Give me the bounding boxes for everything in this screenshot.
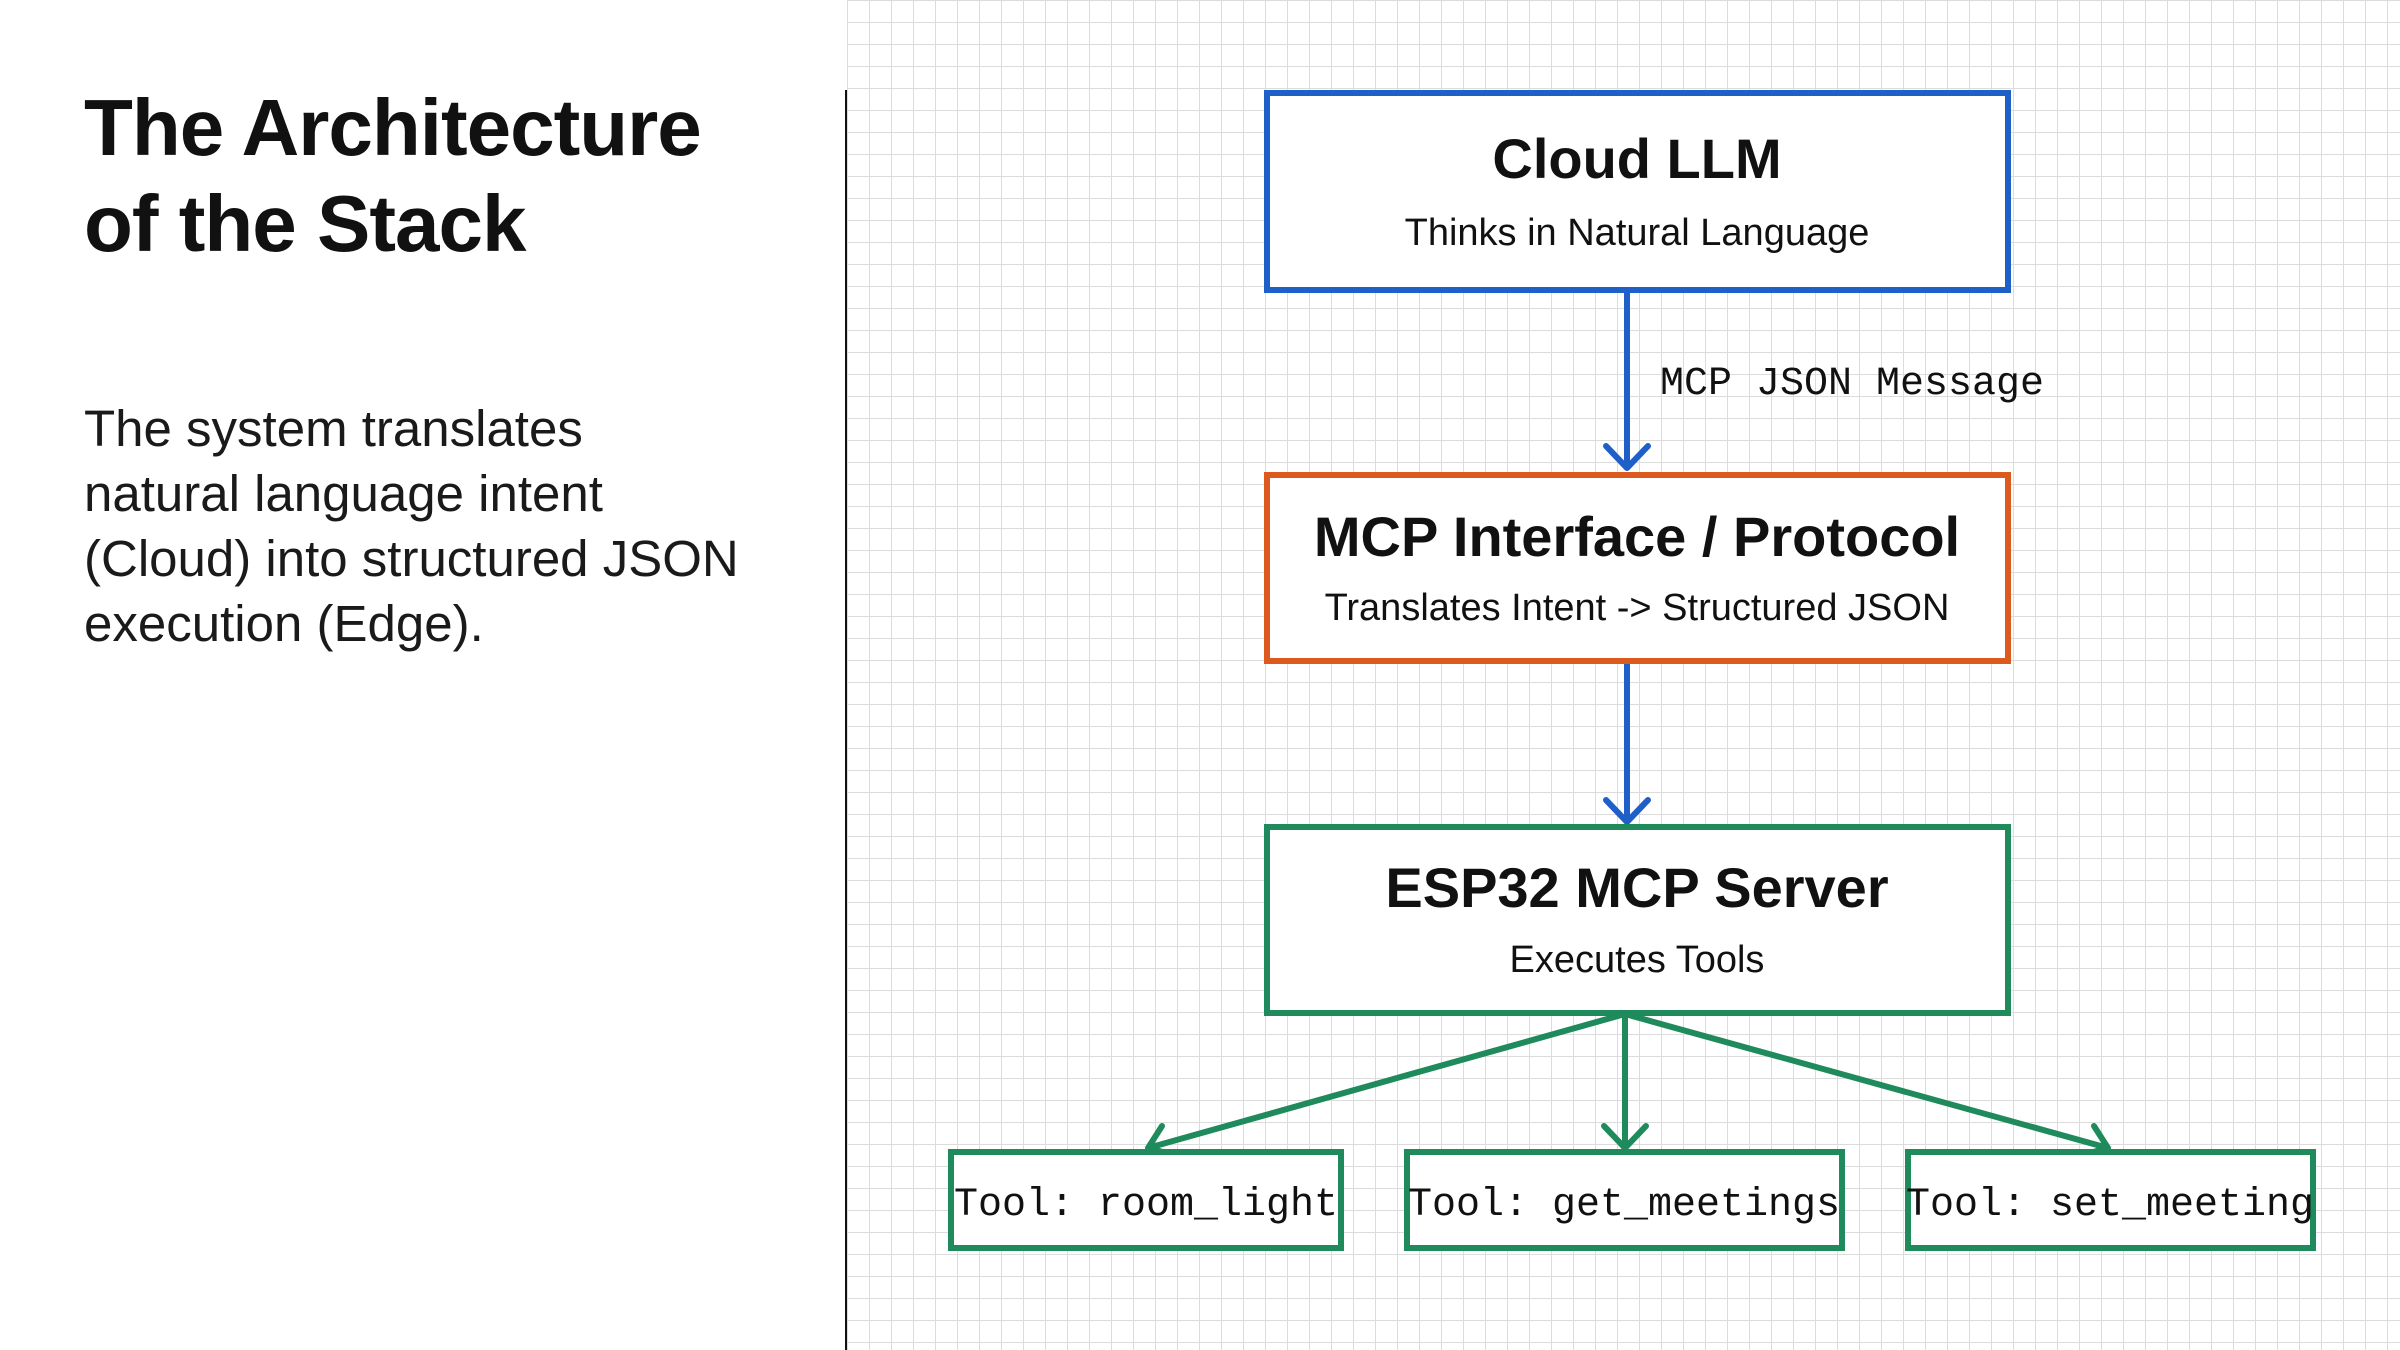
edge-mcp-to-esp32 [1603,664,1651,825]
tool-room-light-label: Tool: room_light [954,1183,1338,1228]
node-mcp-interface: MCP Interface / Protocol Translates Inte… [1264,472,2011,664]
node-cloud-llm-border [1264,90,2011,293]
arrowhead-icon [1603,443,1651,471]
edge-to-room-light-line [1147,1011,1626,1151]
tool-room-light-border [948,1149,1344,1251]
slide-title: The Architecture of the Stack [84,80,804,272]
edge-llm-to-mcp: MCP JSON Message [1603,293,2044,471]
text-panel: The Architecture of the Stack The system… [0,0,846,1350]
edge-llm-to-mcp-label: MCP JSON Message [1660,362,2044,407]
slide-description: The system translates natural language i… [84,396,824,656]
tool-get-meetings: Tool: get_meetings [1404,1149,1845,1251]
node-mcp-interface-border [1264,472,2011,664]
description-line: The system translates [84,400,583,457]
tool-set-meeting-label: Tool: set_meeting [1906,1183,2314,1228]
node-cloud-llm-title: Cloud LLM [1492,127,1781,190]
node-mcp-interface-subtitle: Translates Intent -> Structured JSON [1325,587,1950,629]
tool-get-meetings-border [1404,1149,1845,1251]
arrowhead-icon [1603,797,1651,825]
node-cloud-llm: Cloud LLM Thinks in Natural Language [1264,90,2011,293]
node-esp32-server: ESP32 MCP Server Executes Tools [1264,824,2011,1016]
node-mcp-interface-title: MCP Interface / Protocol [1314,505,1960,568]
tool-room-light: Tool: room_light [948,1149,1344,1251]
arrowhead-icon [1601,1123,1649,1151]
slide-title-line: of the Stack [84,179,526,268]
description-line: natural language intent [84,465,603,522]
node-esp32-server-title: ESP32 MCP Server [1385,856,1888,919]
vertical-divider [845,90,847,1350]
tool-set-meeting-border [1905,1149,2316,1251]
slide-title-line: The Architecture [84,83,702,172]
description-line: execution (Edge). [84,595,484,652]
node-esp32-server-border [1264,824,2011,1016]
description-line: (Cloud) into structured JSON [84,530,739,587]
node-cloud-llm-subtitle: Thinks in Natural Language [1405,212,1870,254]
edge-esp32-to-tools [1145,1011,2111,1158]
tool-get-meetings-label: Tool: get_meetings [1408,1183,1840,1228]
node-esp32-server-subtitle: Executes Tools [1510,939,1765,981]
tool-set-meeting: Tool: set_meeting [1905,1149,2316,1251]
edge-to-set-meeting-line [1624,1011,2109,1151]
